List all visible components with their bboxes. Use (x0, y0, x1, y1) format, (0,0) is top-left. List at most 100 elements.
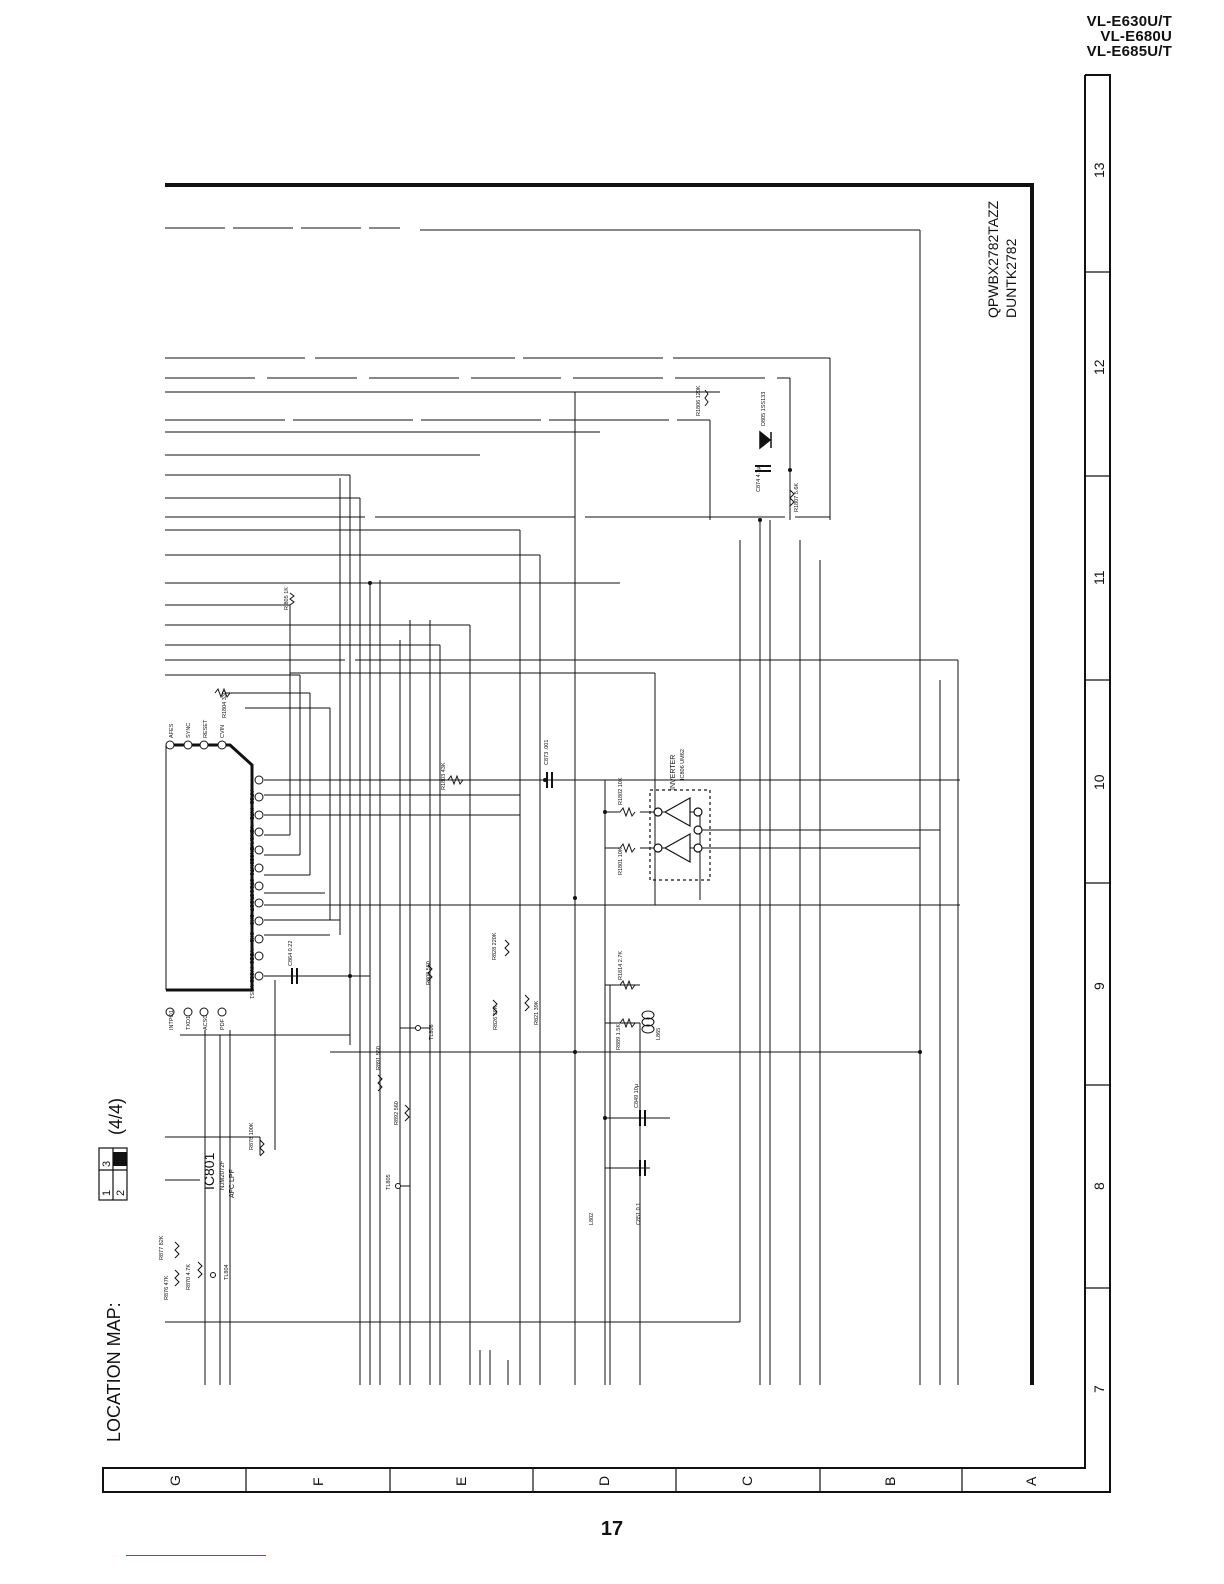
model-label-3: VL-E685U/T (1086, 43, 1172, 60)
ic-part: NJM2072F (220, 1160, 226, 1190)
label-r1804: R1804 330 (222, 691, 228, 718)
grid-column-10: 10 (1091, 774, 1107, 790)
ic-pins (165, 740, 264, 1017)
label-tl806: TL806 (429, 1024, 435, 1040)
location-map-cell-2: 2 (115, 1190, 127, 1196)
label-r876: R876 47K (164, 1275, 170, 1300)
ic-pin-label: ACSC (203, 1015, 209, 1030)
ic-pin-label: TXD1 (186, 1016, 192, 1030)
board-outline (165, 183, 1034, 1385)
location-map-shaded-cell (113, 1152, 127, 1166)
label-r805: R 805 1K (284, 587, 290, 610)
label-r891: R891 560 (376, 1046, 382, 1070)
grid-row-e: E (453, 1477, 469, 1486)
label-r1802: R1802 10K (618, 777, 624, 805)
ic-pin-label: AFC2 (248, 790, 254, 804)
grid-column-9: 9 (1091, 982, 1107, 990)
test-points (210, 1025, 421, 1278)
ic-pin-label: CVIN (220, 725, 226, 738)
label-ic806: IC806 UM62 (680, 749, 686, 780)
grid-column-12: 12 (1091, 359, 1107, 375)
label-c851: C851 0.1 (636, 1203, 642, 1225)
coil-l865 (641, 1010, 655, 1034)
ic-pin-label: SYNC (186, 723, 192, 738)
label-r808: R808 560 (426, 961, 432, 985)
label-r1807: R1807 5.6K (794, 483, 800, 512)
label-c873: C873 .001 (544, 740, 550, 765)
ic-name: IC801 (201, 1152, 217, 1190)
ic-pin-label: STSCC (248, 879, 254, 898)
board-code: DUNTK2782 (1003, 238, 1019, 318)
diode-d805 (759, 430, 772, 450)
model-label-1: VL-E630U/T (1086, 13, 1172, 30)
ic-pin-label: CNTS (248, 861, 254, 876)
location-map-box (98, 1147, 128, 1201)
ic-pin-label: RESET (203, 719, 209, 738)
label-d805: D805 1SS133 (761, 392, 767, 426)
grid-row-c: C (739, 1476, 755, 1486)
inverter-ic806 (649, 789, 711, 881)
label-tl805: TL805 (386, 1174, 392, 1190)
label-inverter: INVERTER (670, 755, 677, 790)
label-c864: C864 0.22 (288, 941, 294, 966)
ic-pin-label: INTB (248, 808, 254, 821)
ic-pin-label: PDF (220, 1018, 226, 1030)
ic-top-pin-labels: INTPO1 TXD1 ACSC PDF (169, 1010, 226, 1030)
grid-column-7: 7 (1091, 1385, 1107, 1393)
ic-pin-label: RCST (248, 896, 254, 912)
label-r877: R877 82K (159, 1235, 165, 1260)
label-r878: R878 100K (249, 1122, 255, 1150)
board-part-number: QPWBX2782TAZZ (985, 200, 1001, 318)
label-l802: L802 (589, 1213, 595, 1225)
ic-pin-label: VENSB (248, 843, 254, 862)
grid-column-13: 13 (1091, 162, 1107, 178)
ic-pin-label: CKS (248, 914, 254, 926)
grid-frame (102, 74, 1111, 1493)
ic-bottom-pin-labels: AFES SYNC RESET CVIN (169, 719, 226, 738)
capacitors (291, 465, 771, 1176)
ic-pin-label: INTPO1 (169, 1010, 175, 1030)
location-map-label: LOCATION MAP: (104, 1302, 124, 1442)
footer-link-underline (126, 1555, 266, 1556)
label-r821: R821 39K (534, 1000, 540, 1025)
page-number: 17 (600, 1518, 624, 1540)
grid-row-g: G (167, 1475, 183, 1486)
label-tl804: TL804 (224, 1264, 230, 1280)
label-r1803: R1803 43K (441, 762, 447, 790)
location-map-cell-1: 1 (101, 1190, 113, 1196)
grid-column-11: 11 (1091, 570, 1107, 585)
label-l865: L865 (656, 1028, 662, 1040)
model-label-2: VL-E680U (1100, 28, 1172, 45)
ic-pin-label: VENSA (248, 825, 254, 844)
grid-column-8: 8 (1091, 1182, 1107, 1190)
location-map-cell-3: 3 (101, 1161, 113, 1167)
ic-pin-label: IVSS2 (248, 967, 254, 983)
label-r828: R828 220K (492, 932, 498, 960)
horizontal-traces (165, 227, 960, 1323)
junction-dots (348, 468, 922, 1120)
grid-row-d: D (596, 1476, 612, 1486)
location-map-page: (4/4) (106, 1098, 126, 1135)
label-c849: C849 10μ (634, 1084, 640, 1108)
grid-row-f: F (310, 1477, 326, 1486)
ic-pin-label: AFES (169, 723, 175, 738)
label-r1801: R1801 10K (618, 847, 624, 875)
label-r892: R892 560 (394, 1101, 400, 1125)
grid-row-a: A (1023, 1476, 1039, 1486)
grid-row-b: B (882, 1477, 898, 1486)
label-r1814: R1814 2.7K (618, 951, 624, 980)
label-r826: R826 39K (493, 1005, 499, 1030)
vertical-traces (204, 230, 959, 1385)
ic-desc: AFC LPF (229, 1169, 236, 1198)
label-c874: C874 4.7μ (756, 467, 762, 493)
label-r889: R889 1.5K (616, 1024, 622, 1050)
ic807-outline (166, 743, 254, 992)
ic-pin-label: VSS1 (248, 985, 254, 999)
resistors (174, 389, 795, 1287)
ic-pin-label: VDD2 (248, 949, 254, 964)
ic-pin-label: CK2 (248, 932, 254, 943)
label-r1806: R1806 120K (696, 385, 702, 416)
